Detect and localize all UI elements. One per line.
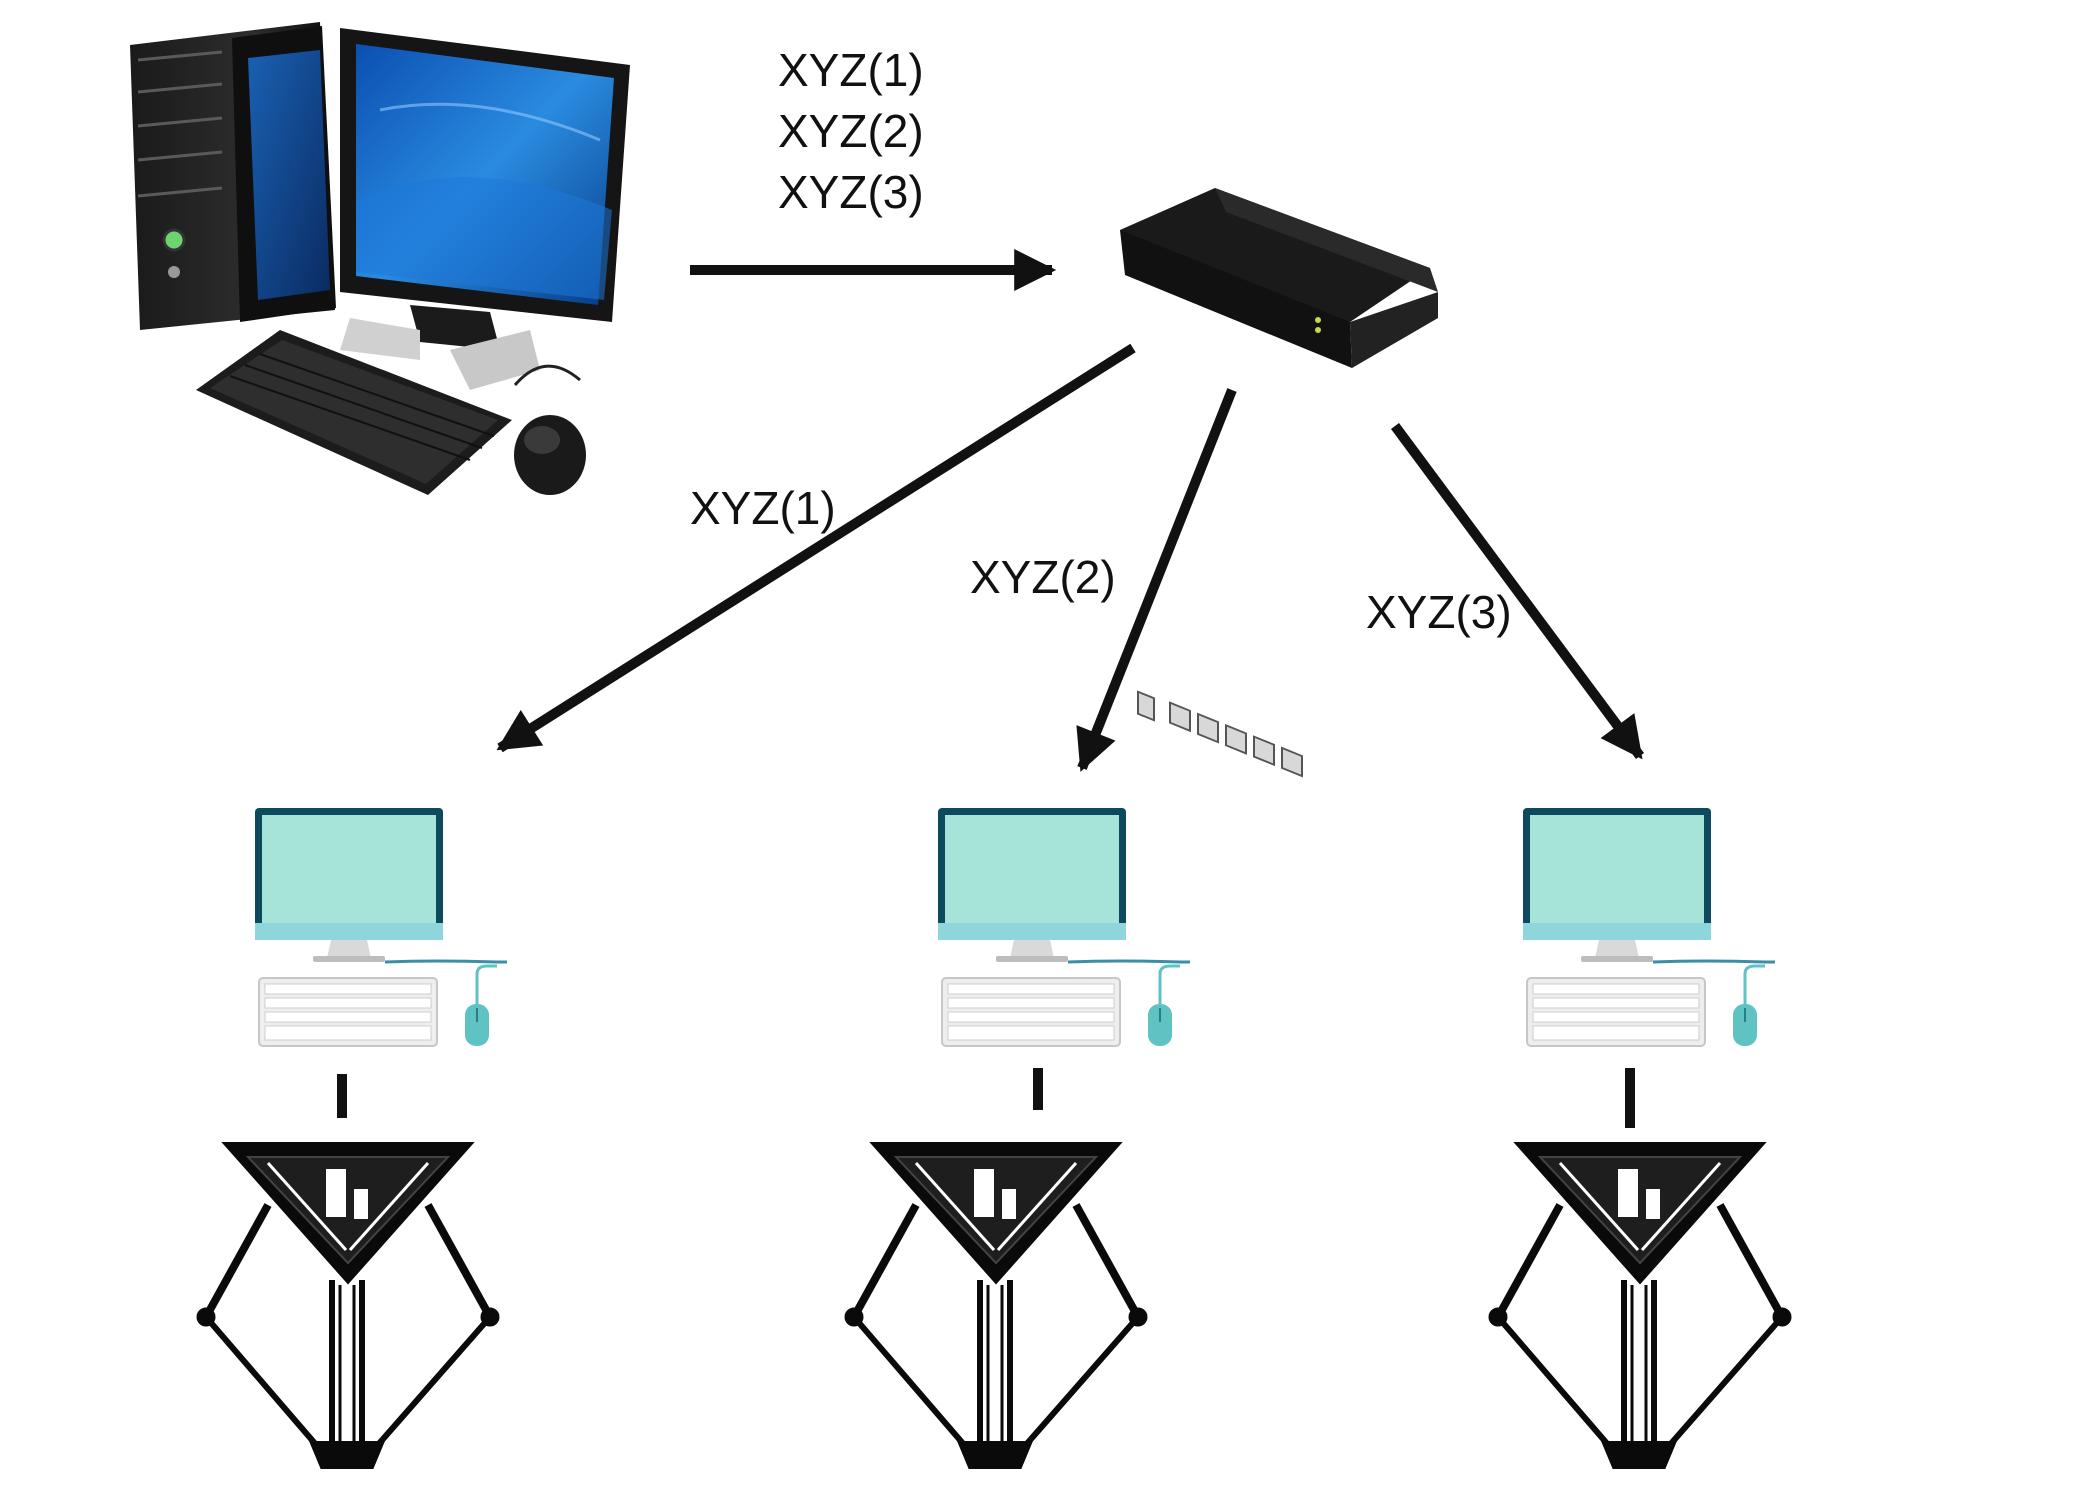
- delta-robot-icon-3: [1489, 1145, 1791, 1467]
- client-computer-icon-3: [1521, 806, 1777, 1048]
- arrow-switch-to-client-2: [1076, 388, 1237, 772]
- network-switch-icon: [1120, 188, 1438, 778]
- master-label-2: XYZ(2): [778, 105, 924, 157]
- master-label-3: XYZ(3): [778, 166, 924, 218]
- master-label-1: XYZ(1): [778, 44, 924, 96]
- arrow-switch-to-client-3: [1390, 423, 1645, 760]
- delta-robot-icon-2: [845, 1145, 1147, 1467]
- client-computer-icon-2: [936, 806, 1192, 1048]
- arrow-switch-to-client-1: [496, 343, 1136, 753]
- branch-label-3: XYZ(3): [1366, 586, 1512, 638]
- branch-label-2: XYZ(2): [970, 551, 1116, 603]
- delta-robot-icon-1: [197, 1145, 499, 1467]
- client-computer-icon-1: [253, 806, 509, 1048]
- desktop-computer-icon: [130, 22, 630, 495]
- master-label-list: XYZ(1) XYZ(2) XYZ(3): [778, 44, 924, 218]
- branch-label-1: XYZ(1): [690, 482, 836, 534]
